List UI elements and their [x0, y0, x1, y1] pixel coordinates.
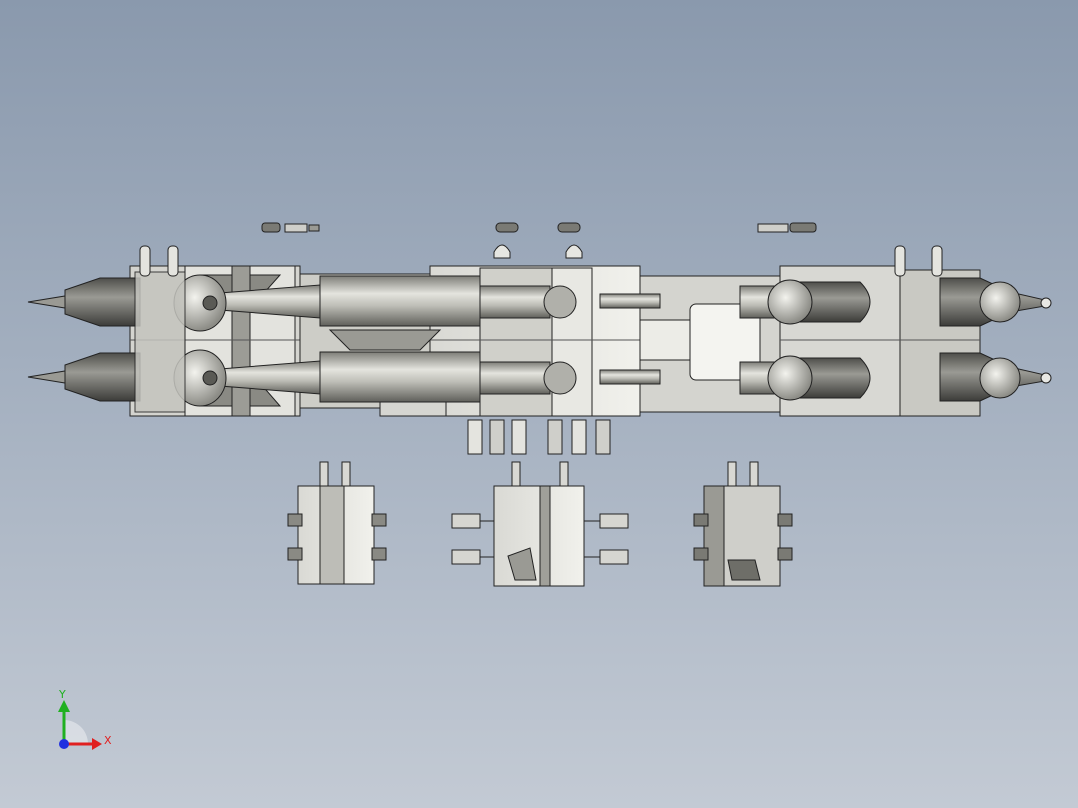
- y-axis-label: Y: [58, 688, 66, 701]
- left-nozzle-upper[interactable]: [27, 277, 141, 327]
- right-nozzle-lower[interactable]: [939, 352, 1052, 402]
- left-nozzle-lower[interactable]: [27, 352, 141, 402]
- subassembly-right[interactable]: [693, 461, 793, 587]
- right-cylinder-lower[interactable]: [599, 355, 871, 401]
- z-axis-dot-icon: [59, 739, 69, 749]
- bolt-set-3[interactable]: [757, 222, 817, 233]
- left-cylinder-lower[interactable]: [219, 351, 577, 403]
- right-nozzle-upper[interactable]: [939, 277, 1052, 327]
- subassembly-left[interactable]: [287, 461, 387, 585]
- x-axis-label: X: [104, 734, 112, 747]
- orientation-triad[interactable]: Y X: [58, 688, 112, 750]
- bolt-set-1[interactable]: [261, 222, 320, 233]
- x-axis-arrow-icon: [92, 738, 102, 750]
- y-axis-arrow-icon: [58, 700, 70, 712]
- center-fittings[interactable]: [467, 419, 611, 455]
- small-parts-row[interactable]: [261, 222, 817, 259]
- main-assembly[interactable]: [27, 245, 1052, 455]
- bolt-set-2[interactable]: [495, 222, 581, 233]
- left-disc-lower[interactable]: [173, 349, 227, 407]
- left-disc-upper[interactable]: [173, 274, 227, 332]
- right-cylinder-upper[interactable]: [599, 279, 871, 325]
- drop-plugs[interactable]: [493, 244, 583, 259]
- subassembly-center[interactable]: [451, 461, 629, 587]
